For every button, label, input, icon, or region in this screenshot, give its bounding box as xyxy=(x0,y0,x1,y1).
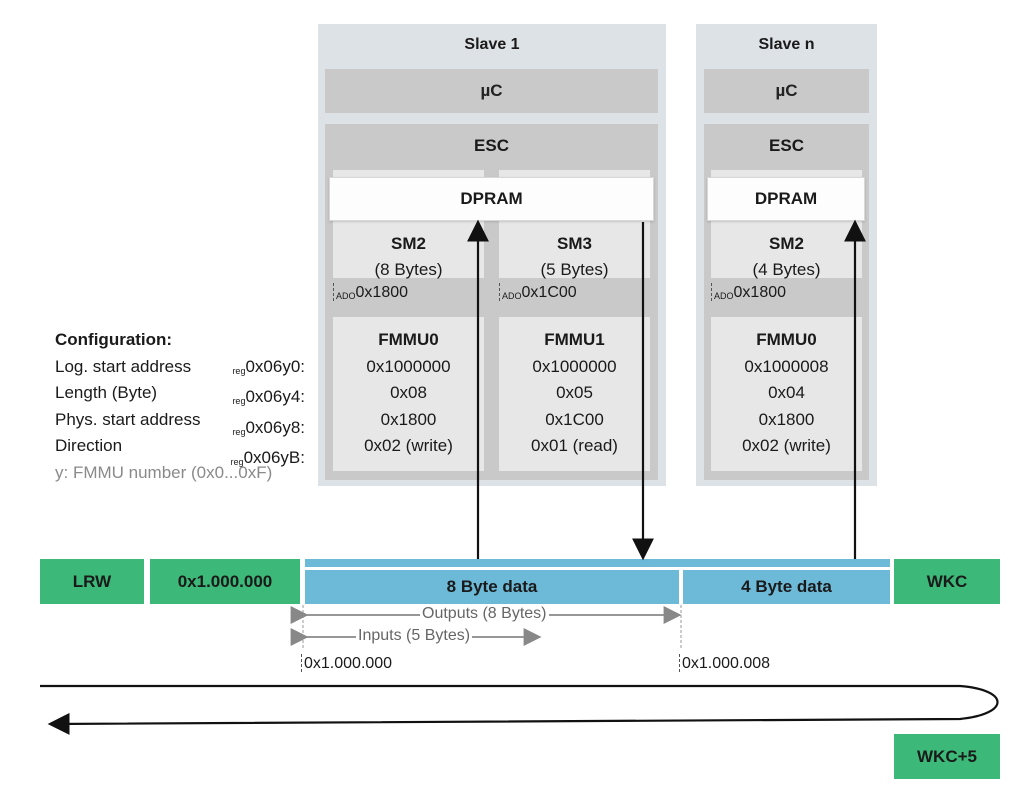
frame-address: 0x1.000.000 xyxy=(150,559,300,604)
slave1-dpram: DPRAM xyxy=(329,177,654,221)
slave1-fmmu0-box: FMMU0 0x1000000 0x08 0x1800 0x02 (write) xyxy=(333,317,484,471)
slaven-dpram: DPRAM xyxy=(707,177,865,221)
slave1-fmmu1-box: FMMU1 0x1000000 0x05 0x1C00 0x01 (read) xyxy=(499,317,650,471)
slaven-fmmu0-log: 0x1000008 xyxy=(744,356,829,376)
frame-data8: 8 Byte data xyxy=(305,570,679,604)
frame-cmd: LRW xyxy=(40,559,144,604)
slave1-sm2-size: (8 Bytes) xyxy=(374,260,443,279)
slaven-fmmu0-phys: 0x1800 xyxy=(758,409,815,429)
slaven-sm2-size: (4 Bytes) xyxy=(752,260,821,279)
slave1-fmmu0-phys: 0x1800 xyxy=(380,409,437,429)
slave1-esc-title: ESC xyxy=(474,136,509,155)
slave1-sm2-name: SM2 xyxy=(391,234,426,253)
slave1-sm3-size: (5 Bytes) xyxy=(540,260,609,279)
frame-wkc: WKC xyxy=(894,559,1000,604)
slave1-sm3-name: SM3 xyxy=(557,234,592,253)
config-labels: Configuration: Log. start address Length… xyxy=(55,327,272,486)
slave1-title: Slave 1 xyxy=(464,36,520,53)
slave1-fmmu0-name: FMMU0 xyxy=(378,330,439,349)
slave1-fmmu1-name: FMMU1 xyxy=(544,330,605,349)
config-registers: reg0x06y0: reg0x06y4: reg0x06y8: reg0x06… xyxy=(205,354,305,476)
config-row-reg: reg0x06y4: xyxy=(232,387,305,406)
config-row-reg: reg0x06y0: xyxy=(232,356,305,376)
config-title: Configuration: xyxy=(55,330,173,349)
slaven-fmmu0-len: 0x04 xyxy=(768,383,805,402)
slave1-fmmu0-len: 0x08 xyxy=(390,383,427,402)
config-row-reg: reg0x06yB: xyxy=(230,448,305,467)
config-row-label: Direction xyxy=(55,436,123,455)
slaven-fmmu0-name: FMMU0 xyxy=(756,330,817,349)
frame-top-bar xyxy=(305,559,890,567)
slaven-fmmu0-box: FMMU0 0x1000008 0x04 0x1800 0x02 (write) xyxy=(711,317,862,471)
slave1-fmmu1-len: 0x05 xyxy=(556,383,593,402)
addr-start: 0x1.000.000 xyxy=(301,654,392,673)
config-row-label: Log. start address xyxy=(55,356,192,376)
slave1-uc: µC xyxy=(325,69,658,113)
slaven-title: Slave n xyxy=(758,36,815,53)
config-row-label: Phys. start address xyxy=(55,409,201,429)
slaven-sm2-ado: ADO0x1800 xyxy=(711,283,786,302)
slave1-sm3-ado: ADO0x1C00 xyxy=(499,283,577,302)
addr-mid: 0x1.000.008 xyxy=(679,654,770,673)
slave1-fmmu1-dir: 0x01 (read) xyxy=(531,436,618,455)
slave1-sm2-ado: ADO0x1800 xyxy=(333,283,408,302)
return-loop xyxy=(40,684,999,735)
config-note: y: FMMU number (0x0...0xF) xyxy=(55,462,273,482)
slaven-sm2-name: SM2 xyxy=(769,234,804,253)
slaven-fmmu0-dir: 0x02 (write) xyxy=(742,436,831,455)
slave1-fmmu0-log: 0x1000000 xyxy=(366,356,451,376)
config-row-reg: reg0x06y8: xyxy=(232,417,305,437)
frame-wkc-return: WKC+5 xyxy=(894,734,1000,779)
slave1-fmmu0-dir: 0x02 (write) xyxy=(364,436,453,455)
slaven-esc-title: ESC xyxy=(769,136,804,155)
outputs-label: Outputs (8 Bytes) xyxy=(420,605,549,623)
slave1-fmmu1-phys: 0x1C00 xyxy=(545,409,604,429)
config-row-label: Length (Byte) xyxy=(55,383,158,402)
frame-data4: 4 Byte data xyxy=(683,570,890,604)
slaven-uc: µC xyxy=(704,69,869,113)
inputs-label: Inputs (5 Bytes) xyxy=(356,627,473,645)
slave1-fmmu1-log: 0x1000000 xyxy=(532,356,617,376)
